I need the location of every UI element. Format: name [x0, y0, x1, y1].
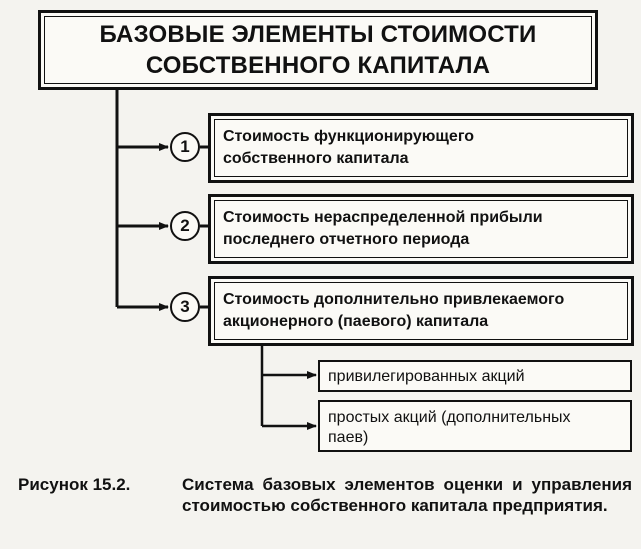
- number-label-1: 1: [180, 137, 190, 156]
- element-3-line-2: акционерного (паевого) капитала: [223, 313, 489, 330]
- title-line-2: СОБСТВЕННОГО КАПИТАЛА: [145, 52, 491, 79]
- element-box-2: Стоимость нераспределенной прибыли после…: [208, 194, 634, 264]
- caption-label: Рисунок 15.2.: [18, 475, 131, 494]
- element-2-line-1: Стоимость нераспределенной прибыли: [223, 209, 543, 226]
- sub-element-2-line-1: простых акций (дополнительных: [328, 409, 571, 426]
- number-label-2: 2: [180, 216, 190, 235]
- title-box: БАЗОВЫЕ ЭЛЕМЕНТЫ СТОИМОСТИ СОБСТВЕННОГО …: [38, 10, 598, 90]
- sub-element-2-line-2: паев): [328, 429, 369, 446]
- sub-element-box-1: привилегированных акций: [318, 360, 632, 392]
- number-circle-2: 2: [170, 211, 200, 241]
- sub-element-1-line-1: привилегированных акций: [328, 368, 525, 385]
- element-2-line-2: последнего отчетного периода: [223, 231, 470, 248]
- element-1-line-2: собственного капитала: [223, 150, 409, 167]
- title-line-1: БАЗОВЫЕ ЭЛЕМЕНТЫ СТОИМОСТИ: [99, 21, 537, 48]
- number-label-3: 3: [180, 297, 190, 316]
- element-3-line-1: Стоимость дополнительно привлекаемого: [223, 291, 565, 308]
- sub-element-box-2: простых акций (дополнительных паев): [318, 400, 632, 452]
- element-box-1: Стоимость функционирующего собственного …: [208, 113, 634, 183]
- caption-text: Система базовых элементов оценки и управ…: [182, 475, 632, 515]
- element-1-line-1: Стоимость функционирующего: [223, 128, 475, 145]
- element-box-3: Стоимость дополнительно привлекаемого ак…: [208, 276, 634, 346]
- number-circle-3: 3: [170, 292, 200, 322]
- number-circle-1: 1: [170, 132, 200, 162]
